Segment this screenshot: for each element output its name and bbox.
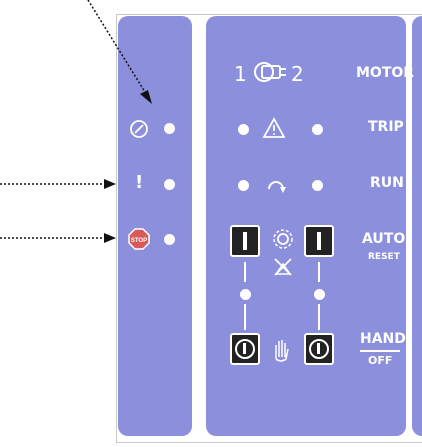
reset-label: RESET: [368, 252, 400, 262]
stop-sign-label: STOP: [131, 238, 147, 244]
run-label: RUN: [370, 175, 404, 191]
connector-2b: [318, 304, 320, 330]
auto-label: AUTO: [362, 231, 406, 247]
power-icon: [130, 120, 148, 138]
trip-label: TRIP: [368, 119, 404, 135]
power-led: [164, 123, 175, 134]
rotation-icon: [268, 181, 286, 193]
no-service-icon: [274, 258, 292, 276]
leader-line-power: [87, 0, 146, 93]
warning-triangle-icon: [262, 117, 286, 138]
arrow-power: [140, 90, 152, 104]
trip-led-1: [238, 124, 249, 135]
pump-icon: [254, 62, 286, 82]
auto-switch-2[interactable]: [304, 225, 334, 257]
pump-number-1: 1: [234, 62, 247, 86]
next-panel-edge: [412, 16, 422, 436]
motor-label: MOTOR: [356, 65, 415, 81]
hand-icon: [275, 340, 289, 362]
pump-number-2: 2: [291, 62, 304, 86]
stop-sign-icon: STOP: [128, 228, 150, 250]
hand-off-switch-1[interactable]: [230, 333, 260, 365]
hand-label: HAND: [360, 331, 406, 347]
hand-off-switch-2[interactable]: [304, 333, 334, 365]
run-led-1: [238, 180, 249, 191]
connector-1a: [244, 262, 246, 282]
hand-led-2: [314, 289, 325, 300]
status-panel: [118, 16, 192, 436]
arrow-alarm: [104, 179, 116, 189]
arrow-stop: [104, 233, 116, 243]
alarm-led: [164, 179, 175, 190]
gear-icon: [273, 229, 293, 249]
connector-1b: [244, 304, 246, 330]
hand-led-1: [240, 289, 251, 300]
trip-led-2: [312, 124, 323, 135]
hand-off-divider: [360, 350, 400, 352]
alarm-symbol: !: [135, 172, 144, 193]
stop-led: [164, 234, 175, 245]
off-label: OFF: [368, 354, 393, 367]
run-led-2: [312, 180, 323, 191]
auto-switch-1[interactable]: [230, 225, 260, 257]
connector-2a: [318, 262, 320, 282]
